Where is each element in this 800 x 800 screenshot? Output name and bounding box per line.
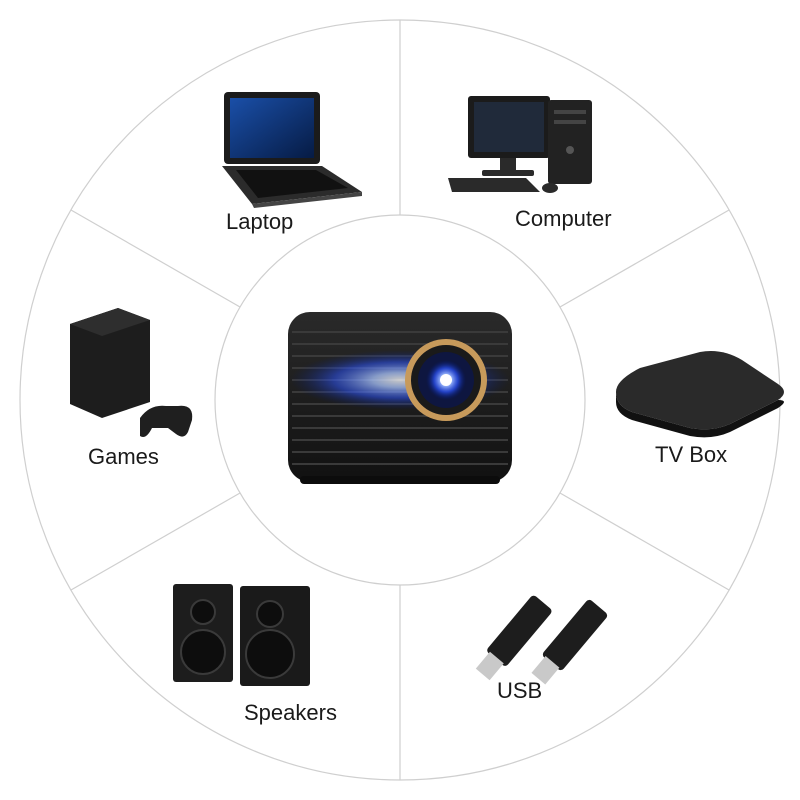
game-console-icon bbox=[70, 308, 193, 437]
usb-drive-icon bbox=[475, 595, 608, 685]
computer-icon bbox=[448, 96, 592, 193]
label-games: Games bbox=[88, 444, 159, 469]
label-computer: Computer bbox=[515, 206, 612, 231]
laptop-icon bbox=[222, 92, 362, 208]
segment-dividers bbox=[70, 20, 730, 780]
speakers-icon bbox=[173, 584, 310, 686]
label-speakers: Speakers bbox=[244, 700, 337, 725]
projector-image bbox=[288, 312, 512, 484]
tv-box-icon bbox=[616, 351, 784, 438]
label-laptop: Laptop bbox=[226, 209, 294, 234]
label-tv-box: TV Box bbox=[655, 442, 728, 467]
label-usb: USB bbox=[497, 678, 543, 703]
